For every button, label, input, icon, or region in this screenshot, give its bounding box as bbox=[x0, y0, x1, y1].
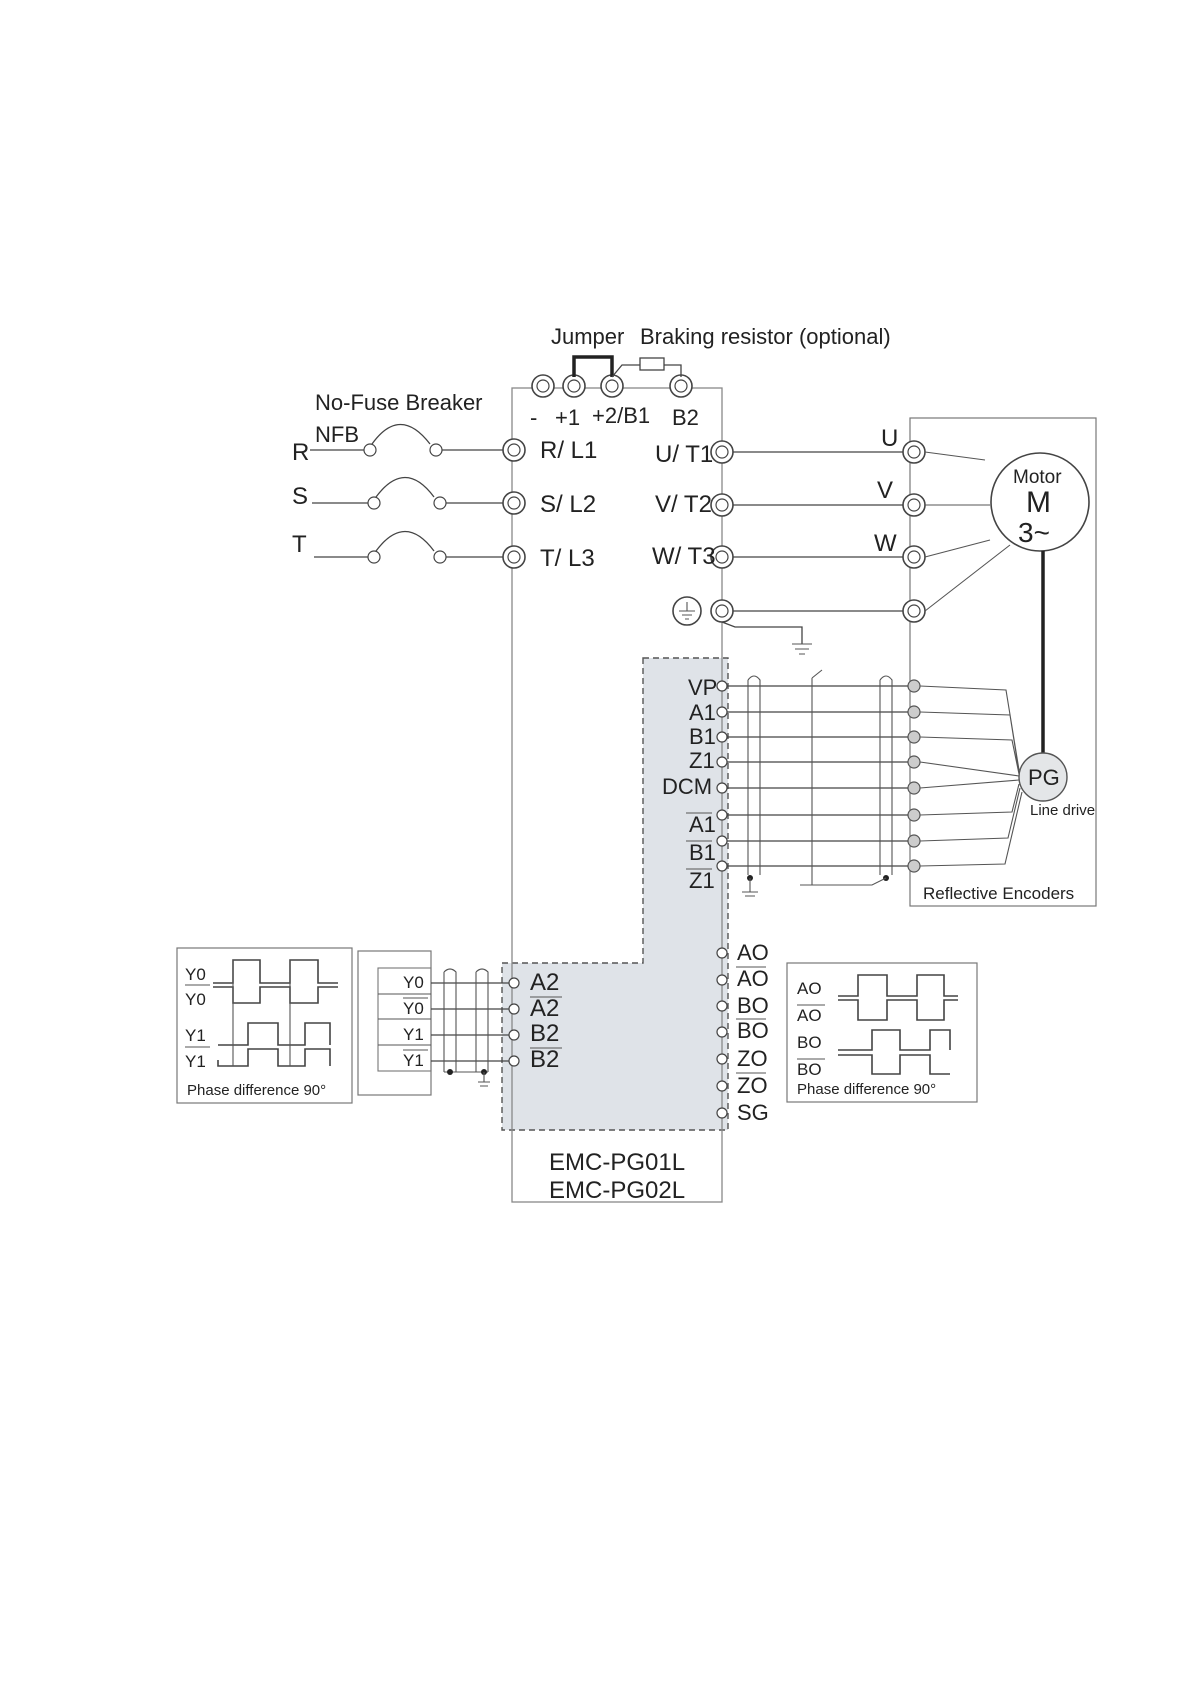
input-terminal-labels: A2 A2 B2 B2 bbox=[530, 969, 559, 1073]
ground-terminal bbox=[672, 596, 702, 626]
u-label: U bbox=[881, 425, 898, 452]
output-waveform-labels: AO AO BO BO bbox=[797, 979, 822, 1079]
out-wave-bo: BO bbox=[797, 1033, 822, 1052]
rl1-label: R/ L1 bbox=[540, 437, 597, 464]
wave-y1: Y1 bbox=[185, 1026, 206, 1045]
pg-terminal-labels: VP A1 B1 Z1 DCM A1 B1 Z1 bbox=[662, 675, 717, 893]
phase-diff-right-label: Phase difference 90° bbox=[797, 1081, 936, 1098]
phase-s-label: S bbox=[292, 483, 308, 510]
motor-label: Motor bbox=[1013, 467, 1062, 488]
input-wave-a bbox=[213, 959, 338, 984]
vt2-label: V/ T2 bbox=[655, 491, 712, 518]
pg-encoder-circle bbox=[1018, 752, 1068, 802]
output-terminal-labels: AO AO BO BO ZO ZO SG bbox=[737, 940, 769, 1125]
pg-terminal-dots bbox=[716, 680, 728, 872]
out-wave-bo-bar: BO bbox=[797, 1060, 822, 1079]
pg-terminal-z1: Z1 bbox=[689, 748, 715, 773]
pg-terminal-a1-bar: A1 bbox=[689, 812, 716, 837]
out-wave-ao-bar: AO bbox=[797, 1006, 822, 1025]
braking-resistor-label: Braking resistor (optional) bbox=[640, 324, 891, 349]
nfb-label: NFB bbox=[315, 422, 359, 447]
dc-plus2b1-label: +2/B1 bbox=[592, 403, 650, 428]
out-terminal-ao-bar: AO bbox=[737, 966, 769, 991]
tl3-label: T/ L3 bbox=[540, 545, 595, 572]
input-power-terminals bbox=[502, 438, 526, 569]
pg-terminal-a1: A1 bbox=[689, 700, 716, 725]
out-terminal-bo-bar: BO bbox=[737, 1018, 769, 1043]
output-wave-a bbox=[838, 974, 958, 997]
pg-terminal-vp: VP bbox=[688, 675, 717, 700]
phase-t-label: T bbox=[292, 531, 307, 558]
out-terminal-bo: BO bbox=[737, 993, 769, 1018]
in-terminal-b2: B2 bbox=[530, 1020, 559, 1047]
output-terminal-dots bbox=[716, 947, 728, 1119]
motor-circle bbox=[990, 452, 1090, 552]
pg-terminal-dcm: DCM bbox=[662, 774, 712, 799]
input-wave-b bbox=[218, 1022, 331, 1046]
motor-m-label: M bbox=[1026, 486, 1051, 519]
dc-b2-label: B2 bbox=[672, 405, 699, 430]
input-terminal-dots bbox=[508, 977, 520, 1067]
out-terminal-sg: SG bbox=[737, 1100, 769, 1125]
out-terminal-zo-bar: ZO bbox=[737, 1073, 768, 1098]
input-waveform-box bbox=[176, 947, 353, 1104]
pg-terminal-b1-bar: B1 bbox=[689, 840, 716, 865]
motor-phase-label: 3~ bbox=[1018, 517, 1050, 548]
in-terminal-b2-bar: B2 bbox=[530, 1046, 559, 1073]
encoder-box bbox=[909, 417, 1097, 907]
pg-terminal-z1-bar: Z1 bbox=[689, 868, 715, 893]
out-terminal-zo: ZO bbox=[737, 1046, 768, 1071]
dc-plus1-label: +1 bbox=[555, 405, 580, 430]
nfb-title: No-Fuse Breaker bbox=[315, 390, 483, 415]
out-terminal-ao: AO bbox=[737, 940, 769, 965]
jumper-link bbox=[572, 355, 614, 377]
jumper-label: Jumper bbox=[551, 324, 624, 349]
wave-y0: Y0 bbox=[185, 965, 206, 984]
output-power-terminals bbox=[710, 440, 734, 623]
wave-y1-bar: Y1 bbox=[185, 1052, 206, 1071]
y-box-y0-bar: Y0 bbox=[403, 999, 424, 1018]
pg-card-shaded-area bbox=[501, 657, 729, 1131]
y-box-y1-bar: Y1 bbox=[403, 1051, 424, 1070]
encoder-terminal-dots bbox=[907, 679, 921, 873]
reflective-encoders-label: Reflective Encoders bbox=[923, 884, 1074, 903]
phase-diff-left-label: Phase difference 90° bbox=[187, 1082, 326, 1099]
y-box-y1: Y1 bbox=[403, 1025, 424, 1044]
output-waveform-box bbox=[786, 962, 978, 1103]
ut1-label: U/ T1 bbox=[655, 441, 713, 468]
motor-terminals bbox=[902, 440, 926, 623]
w-label: W bbox=[874, 530, 897, 557]
sl2-label: S/ L2 bbox=[540, 491, 596, 518]
dc-minus-label: - bbox=[530, 405, 537, 430]
in-terminal-a2: A2 bbox=[530, 969, 559, 996]
pg-terminal-b1: B1 bbox=[689, 724, 716, 749]
line-drive-label: Line drive bbox=[1030, 802, 1095, 819]
phase-r-label: R bbox=[292, 439, 309, 466]
input-waveform-labels: Y0 Y0 Y1 Y1 bbox=[185, 965, 206, 1071]
in-terminal-a2-bar: A2 bbox=[530, 995, 559, 1022]
output-wave-b bbox=[838, 1029, 951, 1051]
wt3-label: W/ T3 bbox=[652, 543, 716, 570]
y-box-y0: Y0 bbox=[403, 973, 424, 992]
pg-label: PG bbox=[1028, 765, 1060, 790]
out-wave-ao: AO bbox=[797, 979, 822, 998]
y-signal-box-labels: Y0 Y0 Y1 Y1 bbox=[403, 973, 424, 1070]
dc-terminals bbox=[531, 374, 693, 398]
braking-resistor-symbol bbox=[639, 357, 665, 371]
wave-y0-bar: Y0 bbox=[185, 990, 206, 1009]
model-label-2: EMC-PG02L bbox=[549, 1177, 685, 1204]
model-label-1: EMC-PG01L bbox=[549, 1149, 685, 1176]
v-label: V bbox=[877, 477, 893, 504]
